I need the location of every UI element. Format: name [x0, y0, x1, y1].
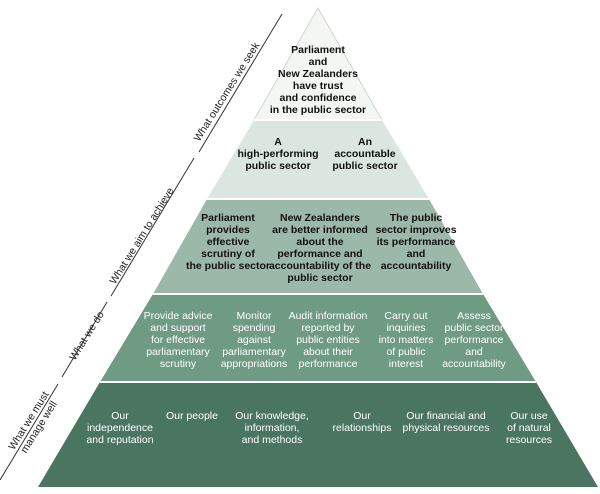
outcome-trust-text: Parliament and New Zealanders have trust… [269, 44, 367, 116]
tier-aims-shape [207, 120, 429, 199]
aim-accountable-text: An accountable public sector [332, 136, 398, 172]
manage-resources-text: Our financial and physical resources [402, 410, 490, 434]
side-divider-line [61, 301, 108, 378]
tier-do-shape [100, 294, 536, 382]
do-audit-text: Audit information reported by public ent… [288, 310, 368, 370]
manage-natural-resources-text: Our use of natural resources [505, 410, 553, 446]
manage-independence-text: Our independence and reputation [86, 410, 154, 446]
do-assess-text: Assess public sector performance and acc… [442, 310, 506, 370]
achieve-scrutiny-text: Parliament provides effective scrutiny o… [185, 212, 270, 272]
achieve-informed-text: New Zealanders are better informed about… [268, 212, 372, 284]
tier-achieve-shape [153, 199, 483, 294]
do-advice-text: Provide advice and support for effective… [143, 310, 213, 370]
side-divider-line [0, 383, 59, 481]
achieve-improves-text: The public sector improves its performan… [375, 212, 457, 272]
side-divider-line [198, 13, 283, 153]
manage-relationships-text: Our relationships [332, 410, 392, 434]
side-divider-line [110, 157, 195, 297]
manage-people-text: Our people [166, 410, 218, 422]
tier-manage-shape [38, 382, 598, 487]
aim-high-performing-text: A high-performing public sector [237, 136, 319, 172]
do-monitor-text: Monitor spending against parliamentary a… [220, 310, 288, 370]
do-inquiries-text: Carry out inquiries into matters of publ… [378, 310, 434, 370]
manage-knowledge-text: Our knowledge, information, and methods [235, 410, 309, 446]
